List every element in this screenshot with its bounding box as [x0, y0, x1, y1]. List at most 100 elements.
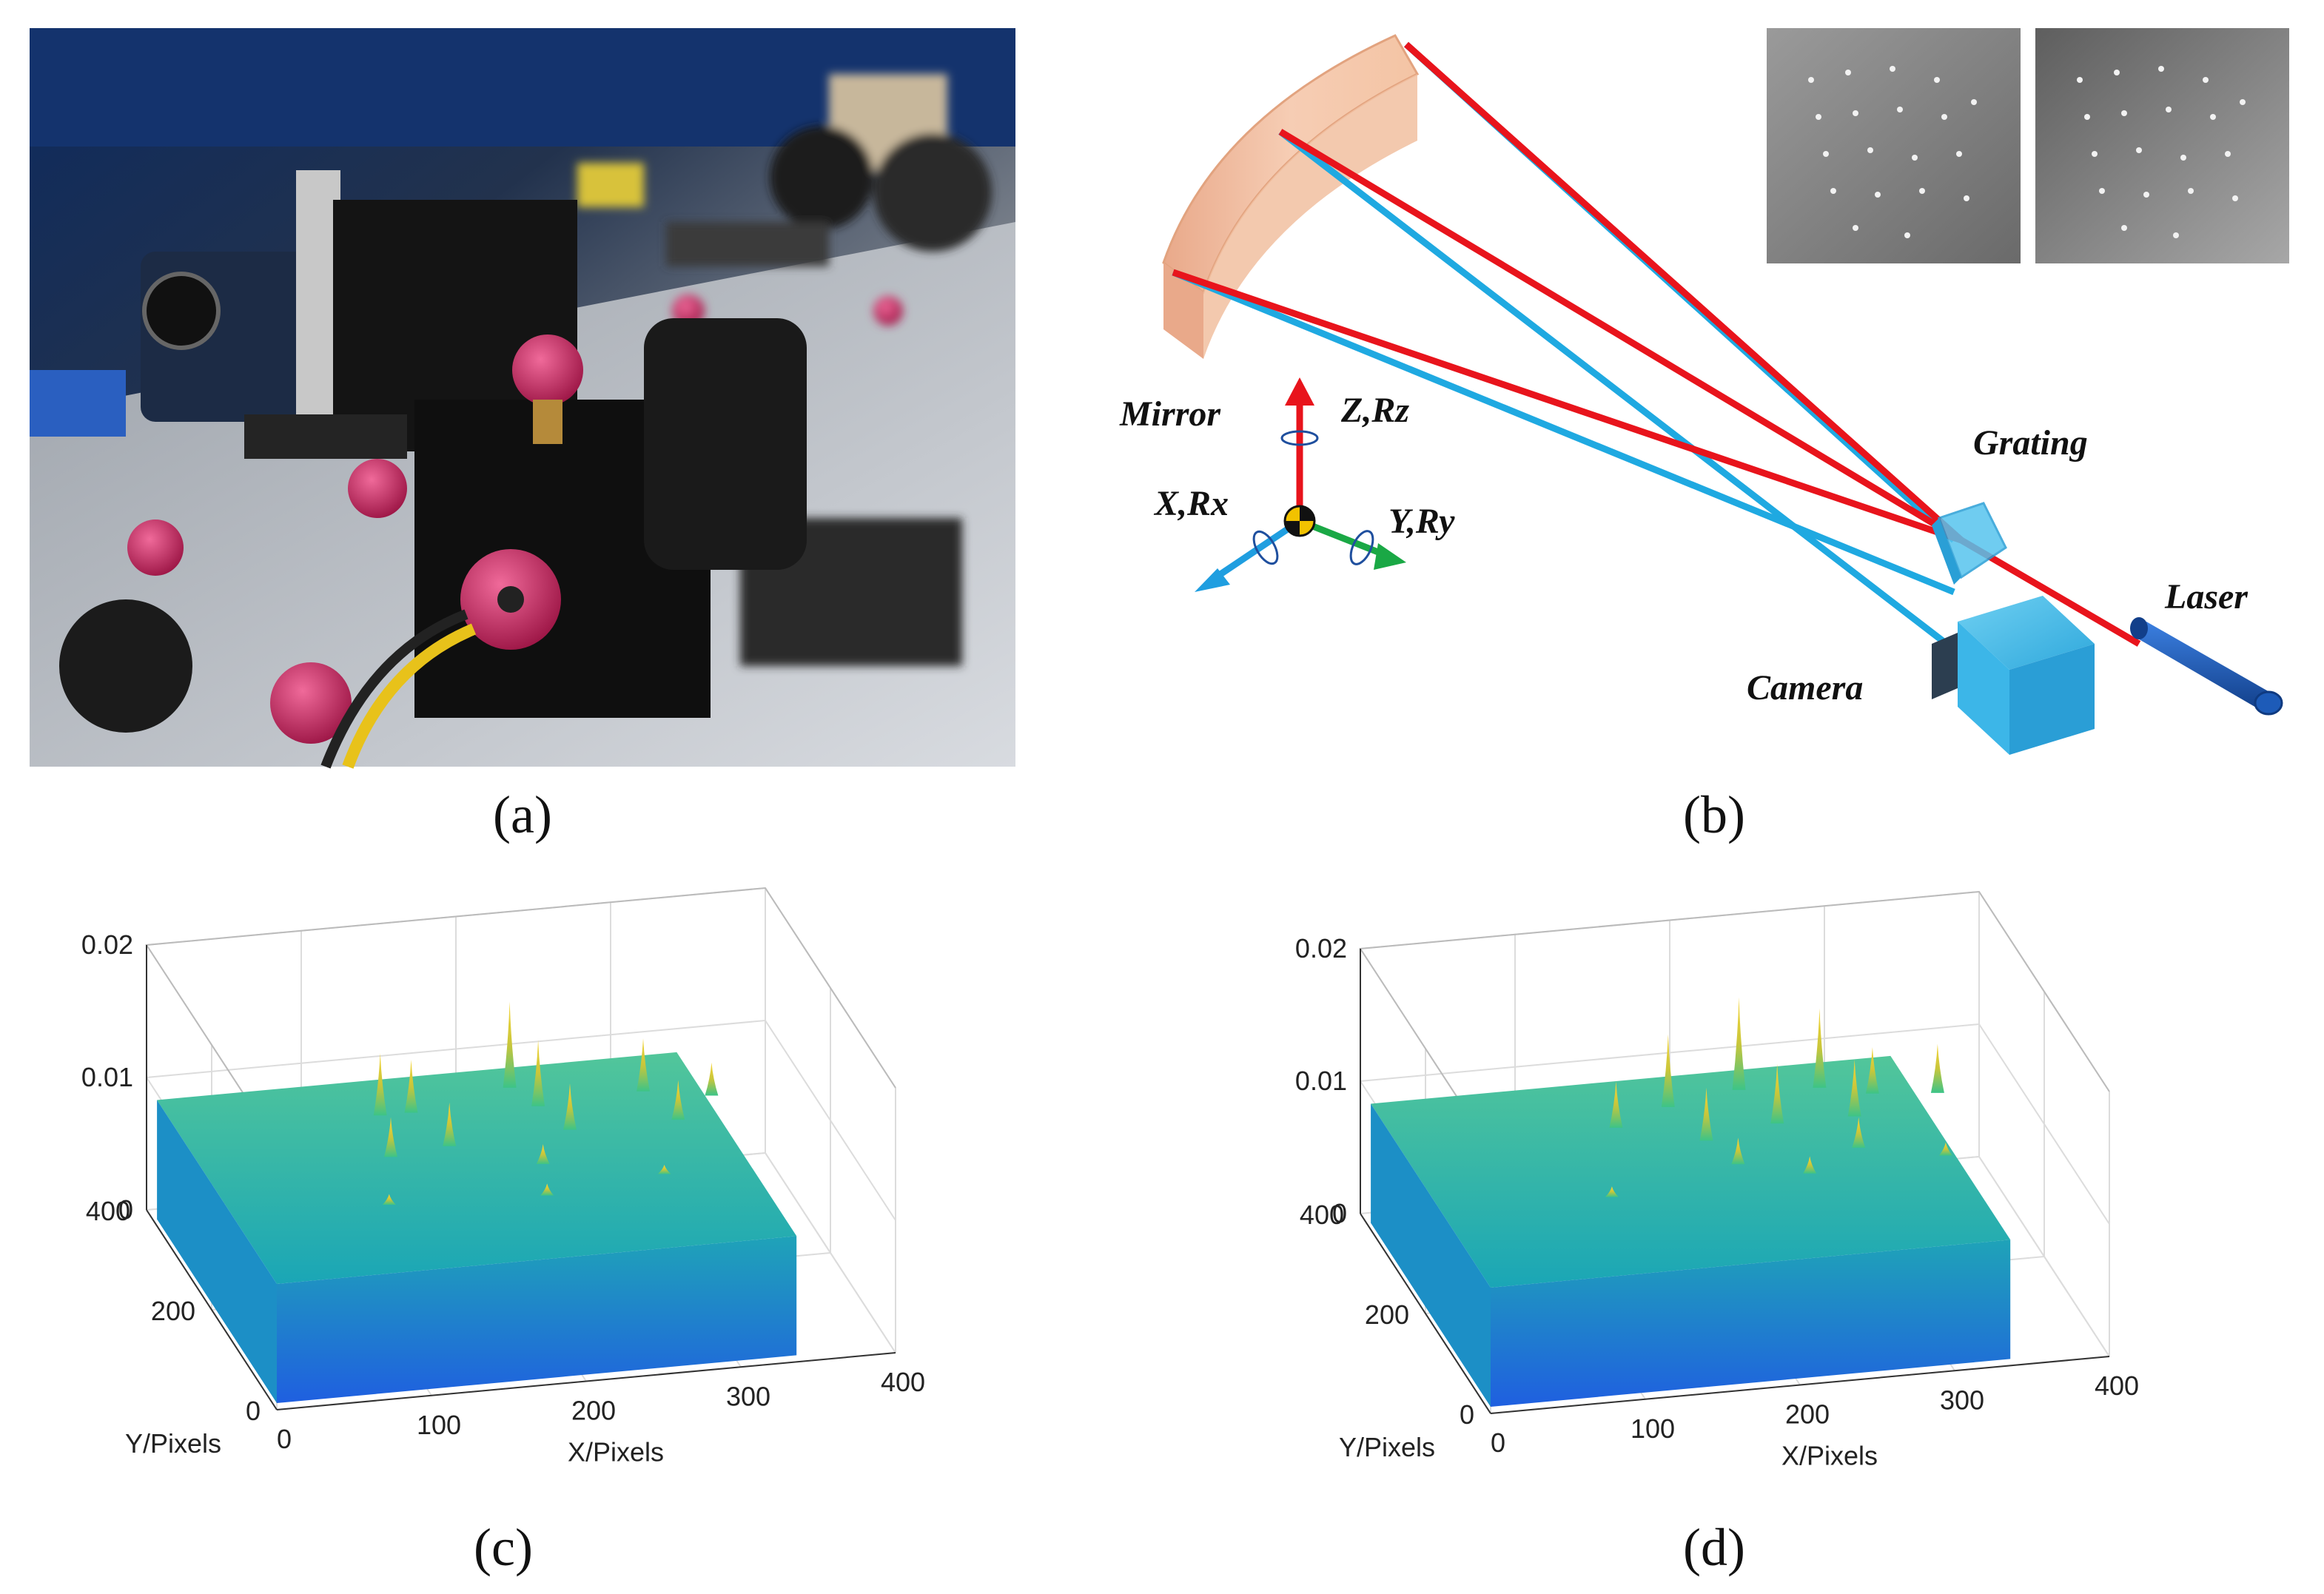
yellow-cable	[342, 623, 477, 769]
reflected-beam	[1172, 269, 1955, 596]
black-disk	[59, 599, 192, 733]
y-axis-label: Y/Pixels	[125, 1428, 221, 1459]
laser-beam	[1172, 269, 1963, 544]
surface-peak	[1813, 1008, 1827, 1089]
surface-peak	[1605, 1186, 1619, 1197]
surface-peak	[536, 1144, 550, 1165]
spot-dot	[1875, 192, 1881, 198]
surface-peak	[563, 1083, 577, 1130]
blue-cable-connector	[30, 370, 126, 437]
y-arrowhead	[1374, 543, 1406, 570]
surface-peak	[1731, 1137, 1745, 1165]
surface-peak	[382, 1194, 396, 1205]
spot-dot	[1845, 70, 1851, 75]
caption-b: (b)	[1683, 785, 1745, 844]
x-axis-label: X/Pixels	[568, 1437, 664, 1467]
spot-dot	[1890, 66, 1895, 72]
z-tick-label: 0.02	[81, 929, 133, 960]
pink-knob	[270, 662, 352, 744]
spot-dot	[1867, 147, 1873, 153]
x-tick-label: 300	[726, 1381, 770, 1411]
z-tick-label: 0.01	[1295, 1066, 1347, 1096]
spot-dot	[2240, 99, 2246, 105]
spot-dot	[2158, 66, 2164, 72]
spot-dot	[1941, 114, 1947, 120]
laser-beam	[1404, 41, 1964, 543]
surface-side	[1371, 1103, 1491, 1407]
grating-label: Grating	[1973, 423, 2088, 463]
spot-dot	[2114, 70, 2120, 75]
spot-dot	[2180, 155, 2186, 161]
x-tick-label: 400	[2095, 1371, 2139, 1401]
x-tick-label: 0	[1491, 1427, 1505, 1458]
spot-dot	[2136, 147, 2142, 153]
grating	[1938, 502, 2007, 579]
surface-peak	[443, 1102, 457, 1146]
x-tick-label: 300	[1940, 1385, 1984, 1415]
laser-label: Laser	[2164, 577, 2249, 616]
x-tick-label: 100	[417, 1410, 461, 1440]
spot-dot	[1816, 114, 1821, 120]
surface-side	[157, 1100, 277, 1403]
spot-dot	[1897, 107, 1903, 112]
caption-d: (d)	[1683, 1518, 1745, 1577]
spot-dot	[2173, 232, 2179, 238]
spot-dot	[1919, 188, 1925, 194]
surface-peak	[671, 1080, 685, 1120]
surface-front	[277, 1236, 797, 1403]
mirror-label: Mirror	[1119, 394, 1221, 434]
surface-peak	[373, 1053, 387, 1116]
x-axis-label: X/Pixels	[1781, 1441, 1878, 1471]
y-tick-label: 400	[86, 1196, 130, 1226]
z-arrowhead	[1285, 377, 1314, 406]
surface-peak	[1699, 1087, 1713, 1141]
mirror-edge	[1163, 263, 1203, 359]
y-axis-label: Y/Pixels	[1339, 1432, 1435, 1462]
gridline	[1360, 890, 2110, 1092]
spot-dot	[2232, 195, 2238, 201]
y-tick-label: 0	[1460, 1399, 1474, 1430]
spot-dot	[2210, 114, 2216, 120]
caption-a: (a)	[493, 785, 552, 844]
spot-dot	[1853, 110, 1858, 116]
y-tick-label: 400	[1300, 1200, 1344, 1230]
surface-peak	[1930, 1043, 1944, 1093]
spot-dot	[2188, 188, 2194, 194]
spot-dot	[2225, 151, 2231, 157]
camera-side	[2009, 644, 2095, 755]
camera-port	[142, 272, 221, 350]
y-axis-line	[1360, 1213, 1491, 1414]
axis-z-label: Z,Rz	[1340, 391, 1409, 430]
z-tick-label: 0.02	[1295, 933, 1347, 964]
spot-dot	[2121, 225, 2127, 231]
spot-dot	[2077, 77, 2083, 83]
box-edge	[145, 887, 896, 1146]
x-tick-label: 100	[1631, 1413, 1675, 1444]
mirror-face	[1203, 36, 1417, 359]
surface-peak	[705, 1062, 719, 1096]
brass-screw	[533, 400, 562, 444]
z-tick-label: 0	[118, 1194, 133, 1225]
z-tick-label: 0.01	[81, 1062, 133, 1092]
y-tick-label: 0	[246, 1396, 261, 1426]
box-edge	[1359, 890, 2110, 1149]
surface-peak	[637, 1038, 650, 1092]
black-cable	[320, 609, 469, 769]
x-arrowhead	[1195, 568, 1230, 592]
pink-knob	[127, 519, 184, 576]
pink-knob	[348, 459, 407, 518]
spot-image-left	[1767, 28, 2021, 263]
surface-peak	[1938, 1142, 1952, 1156]
x-tick-label: 200	[571, 1396, 616, 1426]
surface-peak	[657, 1165, 671, 1174]
knob-center	[497, 586, 524, 613]
surface-peak	[503, 1001, 517, 1088]
surface-peak	[1609, 1081, 1623, 1128]
panel-a-photo	[30, 28, 1015, 769]
surface-peak	[540, 1183, 554, 1196]
camera-lens	[1932, 633, 1958, 699]
camera-top	[1958, 596, 2095, 670]
